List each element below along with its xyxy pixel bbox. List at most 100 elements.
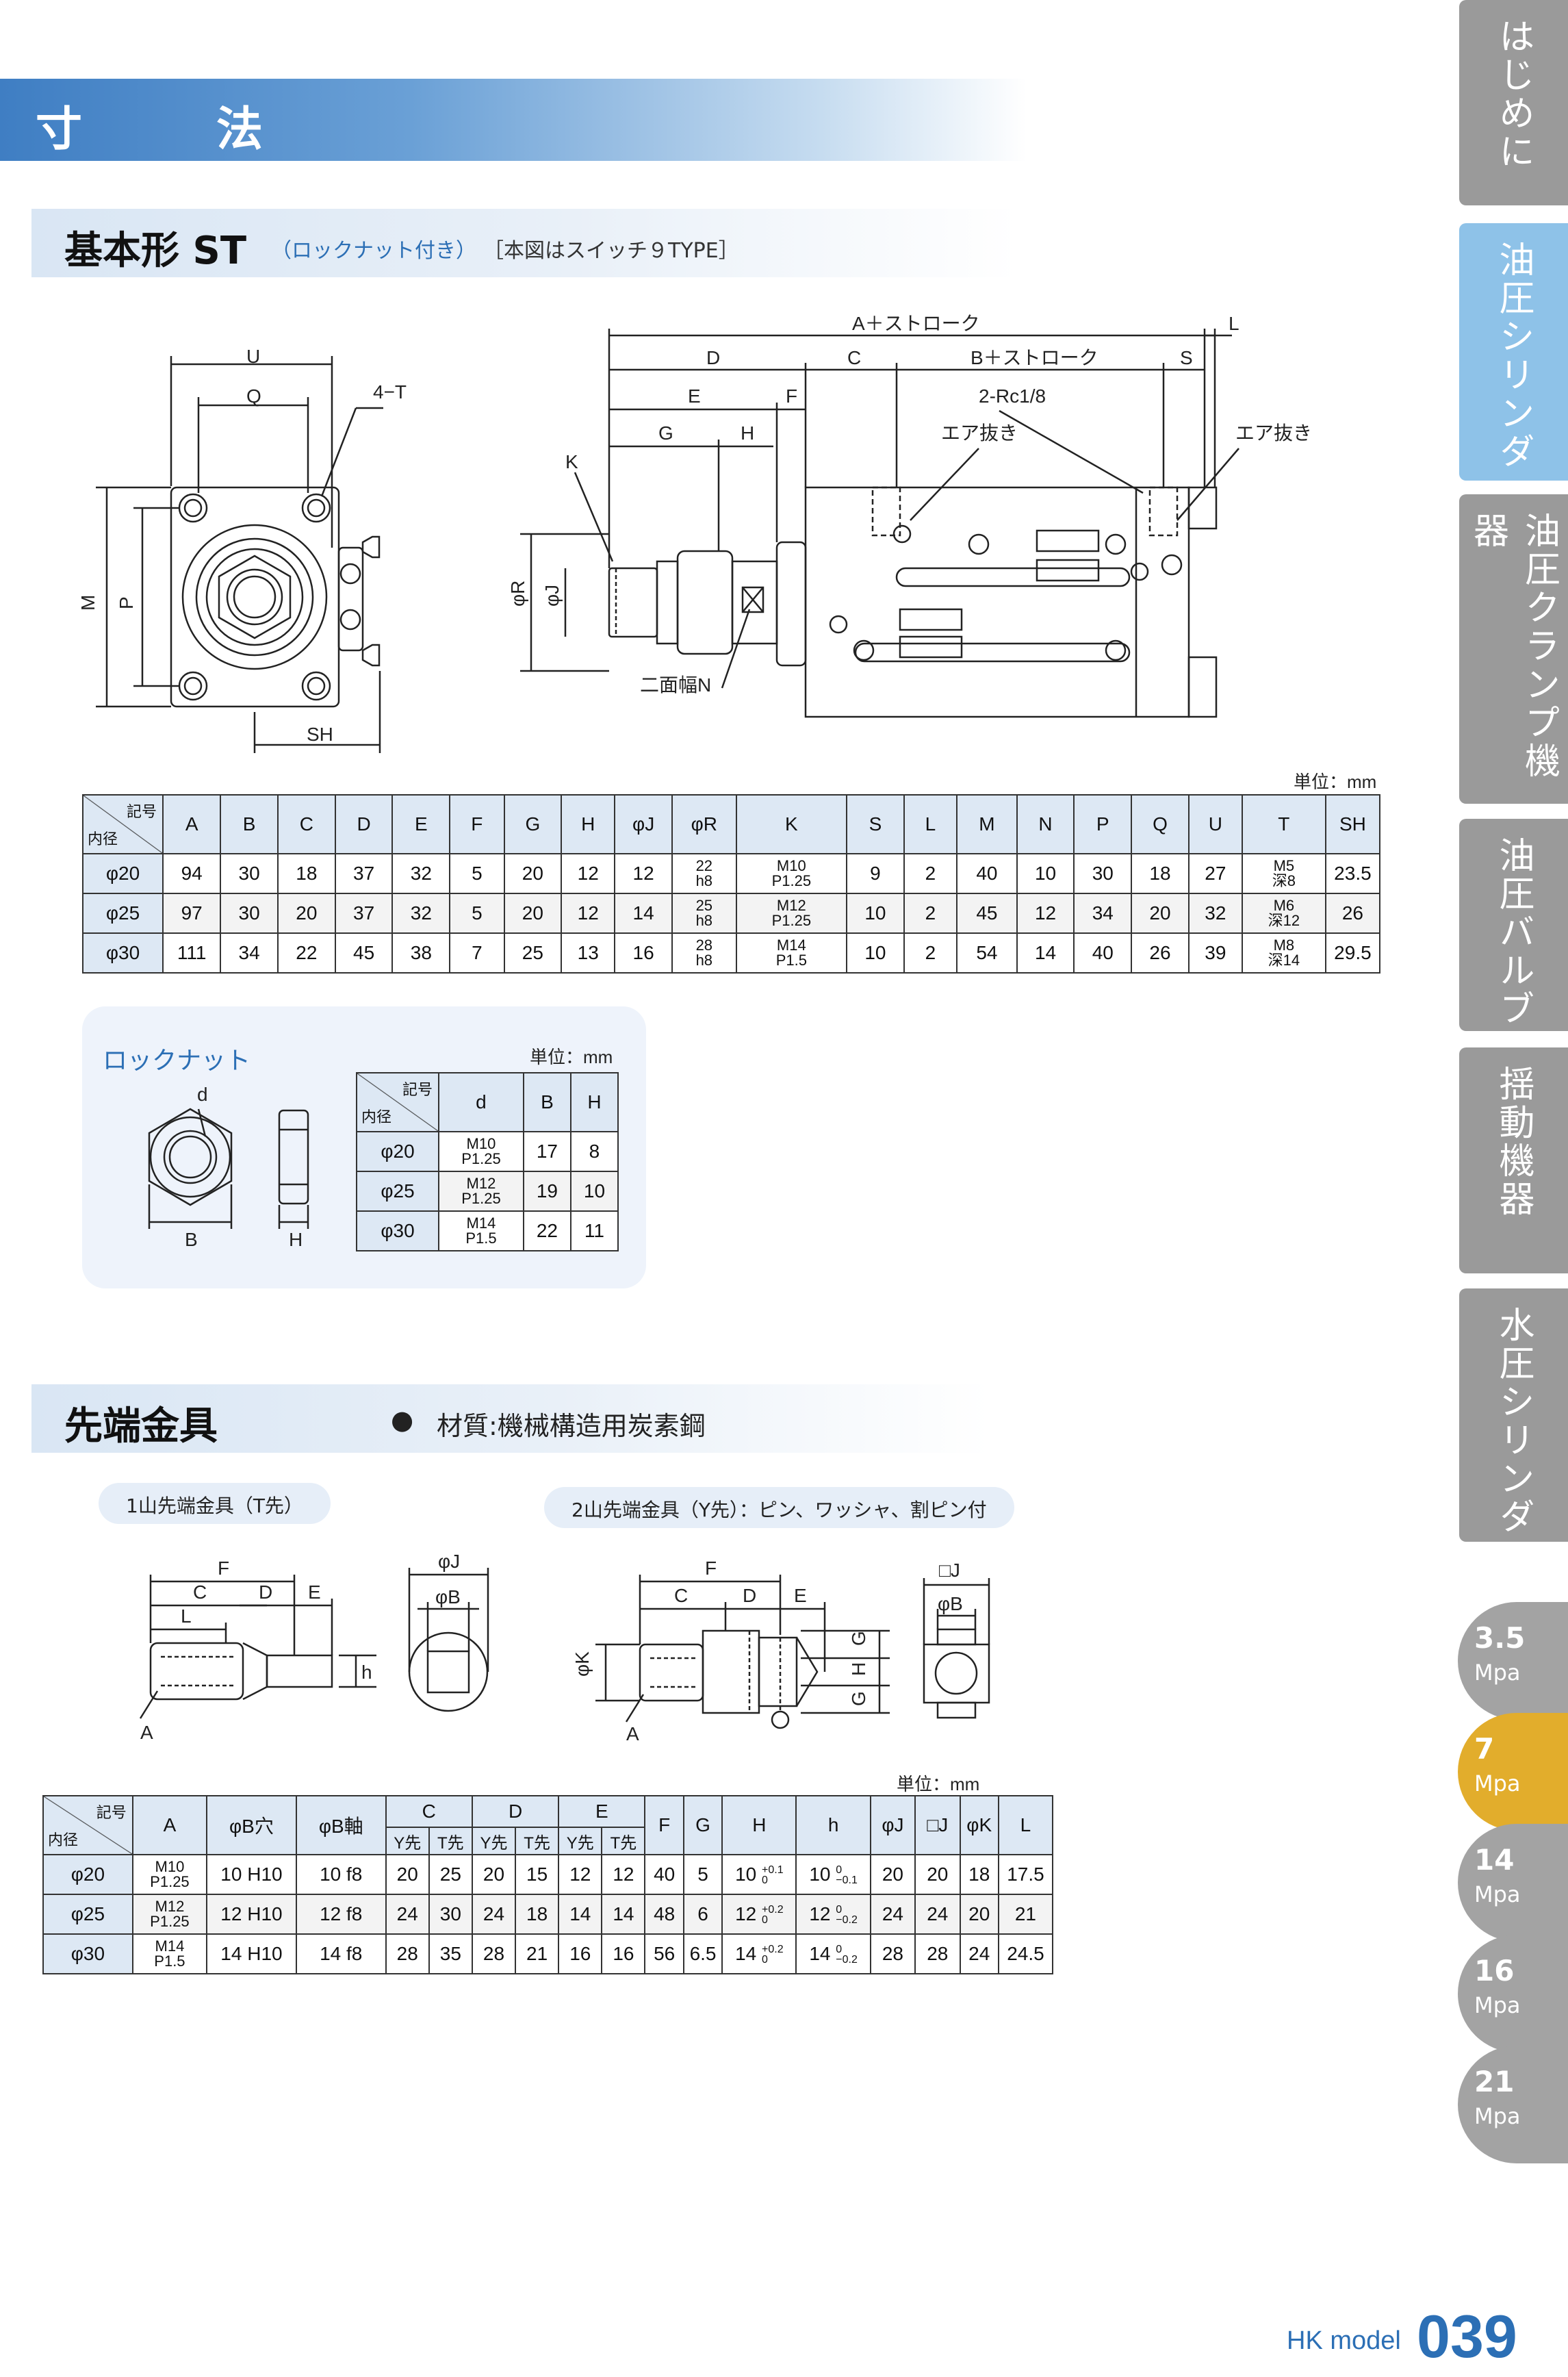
f1-label-phi-b: φB <box>435 1586 461 1607</box>
table-cell: 15 <box>515 1854 560 1895</box>
table-cell: 23.5 <box>1324 853 1381 894</box>
table-cell: 10 0−0.1 <box>795 1854 871 1895</box>
table-cell: 20 <box>503 853 563 894</box>
tolerance: 0−0.2 <box>836 1944 858 1966</box>
nut-column-header: H <box>569 1072 619 1132</box>
side-tab[interactable]: はじめに <box>1459 0 1568 205</box>
table-cell: 39 <box>1187 932 1243 974</box>
column-header: φJ <box>614 794 673 854</box>
tip-sub-header: Y先 <box>558 1827 603 1855</box>
dim-label-m: M <box>77 595 99 611</box>
f2-label-a: A <box>626 1723 639 1744</box>
side-tab[interactable]: 油圧クランプ機器 <box>1459 494 1568 804</box>
f1-label-f: F <box>218 1558 229 1579</box>
side-tab-label: 揺動機器 <box>1493 1065 1534 1219</box>
tol-value: 12 <box>735 1903 757 1924</box>
table-cell: 24.5 <box>997 1933 1054 1974</box>
table-cell: 16 <box>601 1933 646 1974</box>
side-tab[interactable]: 油圧シリンダ <box>1459 223 1568 481</box>
f1-label-e: E <box>308 1581 321 1603</box>
table-cell: 12 <box>1016 893 1075 934</box>
table-cell: 12 f8 <box>295 1894 387 1935</box>
table-cell: 12 <box>614 853 673 894</box>
table-cell: 11 <box>569 1210 619 1251</box>
side-tab-label: 水圧シリンダ <box>1493 1306 1534 1536</box>
table-cell: 25 <box>503 932 563 974</box>
dim-label-h: H <box>741 422 754 444</box>
dim-label-a-stroke: A＋ストローク <box>852 313 980 334</box>
column-header: M <box>956 794 1018 854</box>
f2-label-c: C <box>674 1585 688 1606</box>
column-header: φR <box>671 794 737 854</box>
side-tab-label: はじめに <box>1493 18 1534 171</box>
pressure-unit: Mpa <box>1474 1992 1521 2018</box>
dim-label-4t: 4−T <box>373 381 407 403</box>
tip-column-header: □J <box>914 1795 961 1855</box>
unit-label-tip: 単位：mm <box>897 1774 980 1794</box>
pressure-unit: Mpa <box>1474 1881 1521 1907</box>
tip-table-corner: 記号内径 <box>42 1795 133 1855</box>
table-cell: 37 <box>334 893 394 934</box>
section-title-basic: 基本形 ST <box>64 229 247 273</box>
f2-label-d: D <box>743 1585 756 1606</box>
bore-cell: φ30 <box>81 932 164 974</box>
pressure-value: 7 <box>1474 1732 1495 1766</box>
dim-label-l: L <box>1229 313 1239 334</box>
table-cell: 30 <box>220 893 279 934</box>
pressure-value: 21 <box>1474 2065 1515 2098</box>
column-header: F <box>449 794 505 854</box>
column-header: U <box>1187 794 1243 854</box>
table-cell: 12 <box>561 893 616 934</box>
side-tab[interactable]: 揺動機器 <box>1459 1047 1568 1273</box>
tip-column-header: L <box>997 1795 1054 1855</box>
dim-label-air-vent-2: エア抜き <box>1235 422 1312 444</box>
dim-label-b-stroke: B＋ストローク <box>971 347 1098 368</box>
table-cell: 6.5 <box>682 1933 723 1974</box>
locknut-label-h: H <box>289 1229 303 1250</box>
tip-column-header: G <box>682 1795 723 1855</box>
column-header: G <box>503 794 563 854</box>
table-cell: 27 <box>1187 853 1243 894</box>
dim-label-s: S <box>1180 347 1193 368</box>
bore-cell: φ25 <box>42 1894 133 1935</box>
table-cell: 24 <box>471 1894 517 1935</box>
side-tab-label: 油圧クランプ機器 <box>1467 512 1560 780</box>
column-header: K <box>735 794 848 854</box>
table-cell: 40 <box>644 1854 684 1895</box>
cylinder-drawing: U Q 4−T M P SH A＋ストローク L D C B＋ストローク S E… <box>77 313 1312 753</box>
tol-value: 14 <box>735 1942 757 1964</box>
tip-column-header: A <box>131 1795 208 1855</box>
bore-cell: φ30 <box>356 1210 439 1251</box>
table-cell: 5 <box>449 893 505 934</box>
table-cell: 5 <box>449 853 505 894</box>
dim-label-phi-r: φR <box>507 581 528 607</box>
table-cell: 10 H10 <box>206 1854 297 1895</box>
side-tab[interactable]: 油圧バルブ <box>1459 819 1568 1031</box>
column-header: SH <box>1324 794 1381 854</box>
corner-bottom: 内径 <box>88 830 118 848</box>
dim-label-rc: 2-Rc1/8 <box>979 385 1046 407</box>
table-cell: 12 <box>561 853 616 894</box>
bore-cell: φ25 <box>81 893 164 934</box>
table-cell: 111 <box>162 932 222 974</box>
dim-label-d: D <box>706 347 720 368</box>
side-tab[interactable]: 水圧シリンダ <box>1459 1288 1568 1542</box>
dim-label-p: P <box>116 596 137 609</box>
f2-label-phi-b: φB <box>938 1593 963 1614</box>
tip-sub-header: Y先 <box>385 1827 430 1855</box>
locknut-label-d: d <box>197 1084 208 1105</box>
bore-cell: φ20 <box>42 1854 133 1895</box>
table-cell: 40 <box>1073 932 1133 974</box>
bullet-icon: ● <box>391 1405 414 1435</box>
page-number: 039 <box>1417 2302 1517 2370</box>
